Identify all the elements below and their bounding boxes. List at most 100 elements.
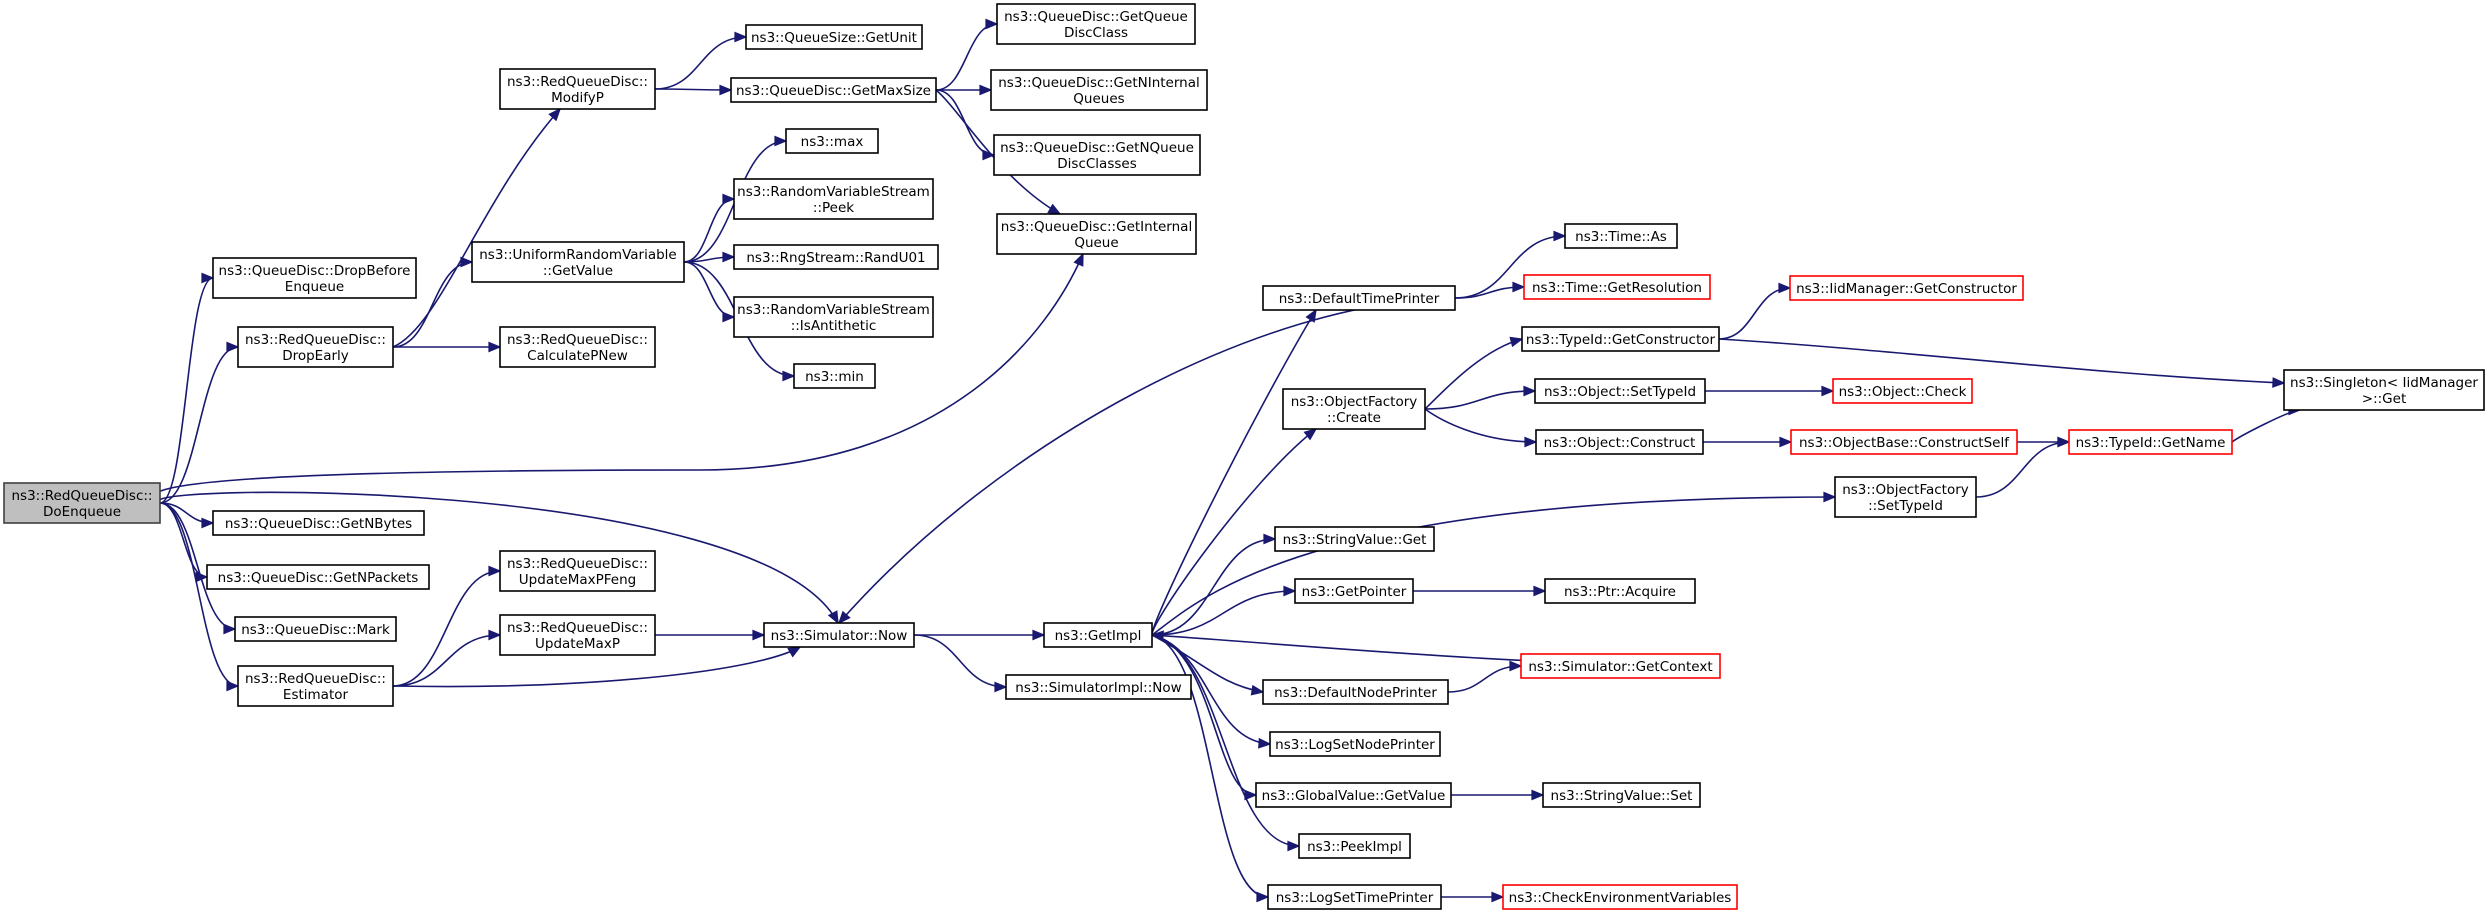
node-defnodeprinter[interactable]: ns3::DefaultNodePrinter: [1262, 679, 1449, 705]
node-objfactsettypeid[interactable]: ns3::ObjectFactory::SetTypeId: [1834, 476, 1977, 518]
node-objsettypeid[interactable]: ns3::Object::SetTypeId: [1534, 378, 1706, 404]
node-updmaxp[interactable]: ns3::RedQueueDisc::UpdateMaxP: [499, 614, 656, 656]
node-label-typeidgetname-0: ns3::TypeId::GetName: [2076, 435, 2226, 451]
node-objconstruct[interactable]: ns3::Object::Construct: [1535, 429, 1704, 455]
node-max[interactable]: ns3::max: [785, 128, 879, 154]
node-peekimpl[interactable]: ns3::PeekImpl: [1298, 833, 1411, 859]
node-objfactcreate[interactable]: ns3::ObjectFactory::Create: [1282, 388, 1426, 430]
node-simimplnow[interactable]: ns3::SimulatorImpl::Now: [1005, 674, 1192, 700]
node-label-getqdclass-1: DiscClass: [1064, 25, 1128, 41]
node-label-urvgetvalue-0: ns3::UniformRandomVariable: [479, 247, 677, 263]
node-updmaxpfeng[interactable]: ns3::RedQueueDisc::UpdateMaxPFeng: [499, 550, 656, 592]
node-label-getpointer-0: ns3::GetPointer: [1302, 584, 1407, 600]
node-label-getnqdclasses-1: DiscClasses: [1057, 156, 1136, 172]
node-mark[interactable]: ns3::QueueDisc::Mark: [234, 616, 397, 642]
node-label-getmaxsize-0: ns3::QueueDisc::GetMaxSize: [736, 83, 931, 99]
node-randu01[interactable]: ns3::RngStream::RandU01: [733, 244, 939, 270]
node-label-objcheck-0: ns3::Object::Check: [1839, 384, 1967, 400]
node-timeas[interactable]: ns3::Time::As: [1564, 223, 1678, 249]
node-label-rvspeek-0: ns3::RandomVariableStream: [737, 184, 930, 200]
node-getnpackets[interactable]: ns3::QueueDisc::GetNPackets: [206, 564, 430, 590]
edge-typeidgetname-to-singletonget: [2231, 404, 2302, 443]
node-isantithetic[interactable]: ns3::RandomVariableStream::IsAntithetic: [733, 296, 934, 338]
node-globalgetvalue[interactable]: ns3::GlobalValue::GetValue: [1255, 782, 1452, 808]
edge-globalgetvalue-to-strvalset: [1451, 789, 1545, 801]
node-label-defnodeprinter-0: ns3::DefaultNodePrinter: [1274, 685, 1437, 701]
node-ptracquire[interactable]: ns3::Ptr::Acquire: [1544, 578, 1696, 604]
node-label-mark-0: ns3::QueueDisc::Mark: [241, 622, 390, 638]
node-rvspeek[interactable]: ns3::RandomVariableStream::Peek: [733, 178, 934, 220]
edge-logsettimeprinter-to-checkenv: [1441, 891, 1505, 903]
node-label-calcpnew-0: ns3::RedQueueDisc::: [507, 332, 648, 348]
edge-doenqueue-to-simnow: [157, 491, 839, 625]
node-singletonget[interactable]: ns3::Singleton< IidManager >::Get: [2283, 369, 2485, 411]
node-label-doenqueue-1: DoEnqueue: [43, 504, 121, 520]
node-label-rvspeek-1: ::Peek: [813, 200, 854, 216]
node-getmaxsize[interactable]: ns3::QueueDisc::GetMaxSize: [730, 77, 937, 103]
node-label-objfactcreate-0: ns3::ObjectFactory: [1291, 394, 1418, 410]
node-timegetres[interactable]: ns3::Time::GetResolution: [1523, 274, 1711, 300]
node-typeidgetname[interactable]: ns3::TypeId::GetName: [2068, 429, 2233, 455]
node-dropearly[interactable]: ns3::RedQueueDisc::DropEarly: [237, 326, 394, 368]
node-simgetcontext[interactable]: ns3::Simulator::GetContext: [1520, 653, 1721, 679]
node-checkenv[interactable]: ns3::CheckEnvironmentVariables: [1502, 884, 1738, 910]
edge-getimpl-to-deftimeprinter: [1151, 308, 1317, 636]
node-logsetnodeprinter[interactable]: ns3::LogSetNodePrinter: [1269, 731, 1441, 757]
node-getpointer[interactable]: ns3::GetPointer: [1294, 578, 1414, 604]
edge-getmaxsize-to-getnqdclasses: [935, 89, 996, 161]
node-objcheck[interactable]: ns3::Object::Check: [1832, 378, 1973, 404]
edge-getmaxsize-to-getqdclass: [935, 18, 999, 91]
node-calcpnew[interactable]: ns3::RedQueueDisc::CalculatePNew: [499, 326, 656, 368]
node-label-simimplnow-0: ns3::SimulatorImpl::Now: [1015, 680, 1181, 696]
edge-simnow-to-getimpl: [914, 629, 1046, 641]
edge-urvgetvalue-to-isantithetic: [683, 261, 736, 323]
node-label-isantithetic-1: ::IsAntithetic: [791, 318, 877, 334]
node-urvgetvalue[interactable]: ns3::UniformRandomVariable::GetValue: [471, 241, 685, 283]
node-simnow[interactable]: ns3::Simulator::Now: [763, 622, 915, 648]
edge-getimpl-to-objfactsettypeid: [1151, 491, 1837, 636]
edge-deftimeprinter-to-timegetres: [1454, 281, 1526, 299]
node-label-dropbefore-0: ns3::QueueDisc::DropBefore: [219, 263, 411, 279]
node-estimator[interactable]: ns3::RedQueueDisc::Estimator: [237, 665, 394, 707]
edge-getimpl-to-logsettimeprinter: [1151, 634, 1270, 903]
node-label-getinternalq-1: Queue: [1074, 235, 1118, 251]
node-label-max-0: ns3::max: [801, 134, 864, 150]
node-min[interactable]: ns3::min: [793, 363, 876, 389]
edge-objsettypeid-to-objcheck: [1705, 385, 1835, 397]
edge-typeidgetctor-to-iidgetctor: [1718, 282, 1792, 340]
edge-getimpl-to-peekimpl: [1151, 634, 1301, 852]
node-label-getimpl-0: ns3::GetImpl: [1055, 628, 1142, 644]
edge-estimator-to-updmaxp: [392, 629, 502, 687]
node-getnbytes[interactable]: ns3::QueueDisc::GetNBytes: [212, 510, 425, 536]
edge-getmaxsize-to-getninternal: [936, 84, 993, 96]
node-label-dropearly-1: DropEarly: [282, 348, 349, 364]
node-strvalset[interactable]: ns3::StringValue::Set: [1542, 782, 1701, 808]
node-label-estimator-1: Estimator: [283, 687, 349, 703]
edge-doenqueue-to-dropbefore: [159, 272, 215, 504]
node-objbaseconstructself[interactable]: ns3::ObjectBase::ConstructSelf: [1790, 429, 2018, 455]
node-getimpl[interactable]: ns3::GetImpl: [1043, 622, 1153, 648]
node-getunit[interactable]: ns3::QueueSize::GetUnit: [745, 24, 923, 50]
node-label-globalgetvalue-0: ns3::GlobalValue::GetValue: [1262, 788, 1446, 804]
node-label-objfactsettypeid-0: ns3::ObjectFactory: [1842, 482, 1969, 498]
node-strvalget[interactable]: ns3::StringValue::Get: [1274, 526, 1435, 552]
node-label-getnbytes-0: ns3::QueueDisc::GetNBytes: [225, 516, 412, 532]
node-label-timegetres-0: ns3::Time::GetResolution: [1532, 280, 1702, 296]
node-typeidgetctor[interactable]: ns3::TypeId::GetConstructor: [1521, 326, 1720, 352]
node-label-estimator-0: ns3::RedQueueDisc::: [245, 671, 386, 687]
node-logsettimeprinter[interactable]: ns3::LogSetTimePrinter: [1267, 884, 1442, 910]
node-label-deftimeprinter-0: ns3::DefaultTimePrinter: [1279, 291, 1440, 307]
node-deftimeprinter[interactable]: ns3::DefaultTimePrinter: [1262, 285, 1456, 311]
node-iidgetctor[interactable]: ns3::IidManager::GetConstructor: [1789, 275, 2024, 301]
node-modifyp[interactable]: ns3::RedQueueDisc::ModifyP: [499, 68, 656, 110]
node-label-logsetnodeprinter-0: ns3::LogSetNodePrinter: [1275, 737, 1435, 753]
node-label-logsettimeprinter-0: ns3::LogSetTimePrinter: [1276, 890, 1434, 906]
edge-getimpl-to-strvalget: [1151, 533, 1277, 636]
edge-dropearly-to-modifyp: [392, 107, 562, 348]
edge-getimpl-to-getpointer: [1151, 585, 1297, 636]
